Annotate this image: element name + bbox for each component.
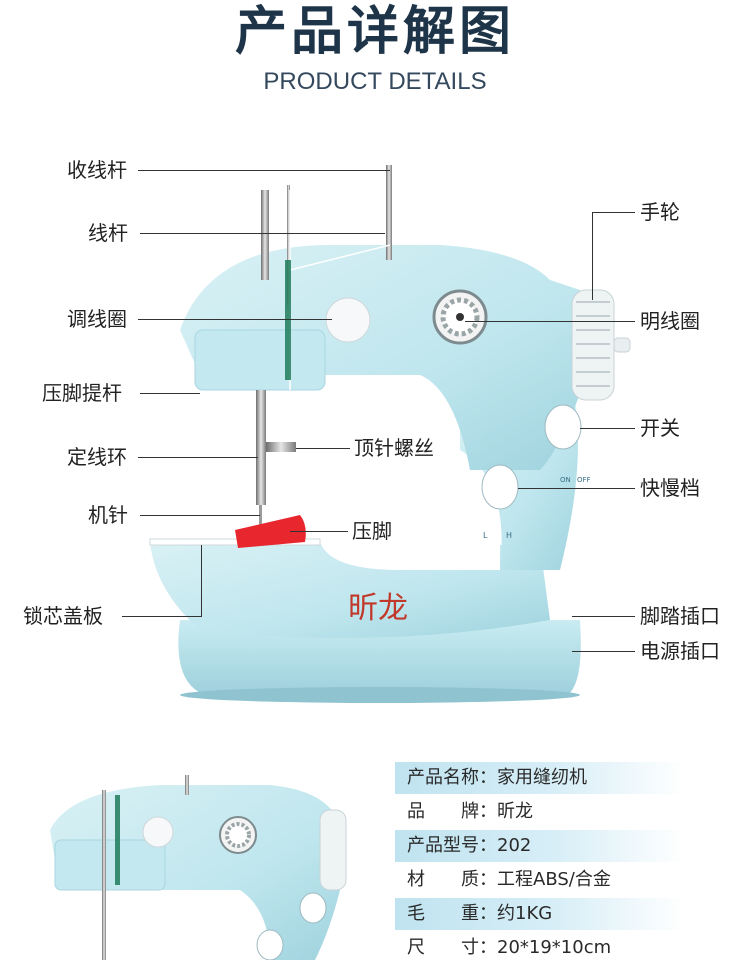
- leader-handwheel-vertical: [592, 212, 593, 300]
- spec-key: 产品型号: [407, 835, 479, 856]
- leader-thread-guide: [138, 457, 258, 458]
- spec-key: 品 牌: [407, 801, 479, 822]
- label-speed-switch: 快慢档: [640, 476, 700, 500]
- label-power-switch: 开关: [640, 416, 680, 440]
- leader-pedal-socket: [572, 616, 635, 617]
- leader-presser-foot: [290, 531, 348, 532]
- label-power-socket: 电源插口: [640, 639, 720, 663]
- leader-needle: [140, 515, 260, 516]
- presser-foot-shape: [235, 515, 306, 548]
- spec-separator: ：: [479, 835, 497, 856]
- power-switch-shape: [544, 404, 582, 450]
- machine-bed: [150, 542, 550, 638]
- leader-needle-screw: [296, 448, 350, 449]
- machine-arm: [180, 245, 585, 470]
- label-tension-dial: 调线圈: [67, 307, 127, 331]
- leader-presser-lever: [140, 393, 200, 394]
- label-bobbin-cover: 锁芯盖板: [23, 604, 103, 628]
- label-needle: 机针: [88, 503, 128, 527]
- spec-separator: ：: [479, 801, 497, 822]
- leader-take-up-lever: [138, 170, 390, 171]
- spec-key: 毛 重: [407, 903, 479, 924]
- switch-on-mark: ON: [560, 476, 571, 484]
- spec-row: 材 质：工程ABS/合金: [395, 864, 685, 896]
- label-handwheel: 手轮: [640, 200, 680, 224]
- spec-row: 产品型号：202: [395, 830, 685, 862]
- switch-off-mark: OFF: [577, 476, 591, 484]
- page-subtitle: PRODUCT DETAILS: [263, 68, 487, 95]
- leader-bobbin-cover: [122, 616, 202, 617]
- leader-tension-dial: [138, 319, 332, 320]
- spec-separator: ：: [479, 937, 497, 958]
- label-presser-foot: 压脚: [352, 519, 392, 543]
- page-title: 产品详解图: [234, 2, 515, 62]
- brand-mark: 昕龙: [348, 591, 408, 626]
- machine-base: [178, 620, 581, 698]
- machine-head: [194, 329, 326, 391]
- speed-switch-shape: [481, 464, 519, 510]
- leader-bobbin-cover-vertical: [201, 545, 202, 617]
- leader-thread-rod: [140, 233, 385, 234]
- spec-value: 家用缝纫机: [497, 767, 587, 788]
- label-pedal-socket: 脚踏插口: [640, 604, 720, 628]
- label-take-up-lever: 收线杆: [67, 158, 127, 182]
- spec-separator: ：: [479, 767, 497, 788]
- spec-value: 202: [497, 835, 532, 856]
- speed-high-mark: H: [506, 531, 512, 540]
- label-thread-rod: 线杆: [88, 221, 128, 245]
- spec-row: 毛 重：约1KG: [395, 898, 685, 930]
- speed-low-mark: L: [483, 531, 488, 540]
- spec-key: 产品名称: [407, 767, 479, 788]
- spec-separator: ：: [479, 903, 497, 924]
- leader-handwheel: [592, 212, 635, 213]
- sewing-machine-illustration: ON OFF L H 昕龙: [149, 165, 631, 703]
- spec-key: 材 质: [407, 869, 479, 890]
- label-bobbin-winder: 明线圈: [640, 309, 700, 333]
- leader-power-switch: [580, 428, 635, 429]
- leader-speed-switch: [518, 488, 635, 489]
- label-needle-screw: 顶针螺丝: [354, 436, 434, 460]
- spec-value: 工程ABS/合金: [497, 869, 611, 890]
- tension-dial-shape: [325, 297, 371, 343]
- leader-power-socket: [572, 651, 635, 652]
- spec-value: 20*19*10cm: [497, 937, 612, 958]
- label-thread-guide: 定线环: [67, 445, 127, 469]
- spec-row: 品 牌：昕龙: [395, 796, 685, 828]
- spec-row: 产品名称：家用缝纫机: [395, 762, 685, 794]
- spec-value: 约1KG: [497, 903, 553, 924]
- spec-key: 尺 寸: [407, 937, 479, 958]
- sewing-machine-side-illustration: [50, 775, 347, 960]
- leader-bobbin-winder: [465, 321, 635, 322]
- label-presser-lever: 压脚提杆: [42, 381, 122, 405]
- spec-separator: ：: [479, 869, 497, 890]
- spec-row: 尺 寸：20*19*10cm: [395, 932, 685, 960]
- spec-value: 昕龙: [497, 801, 533, 822]
